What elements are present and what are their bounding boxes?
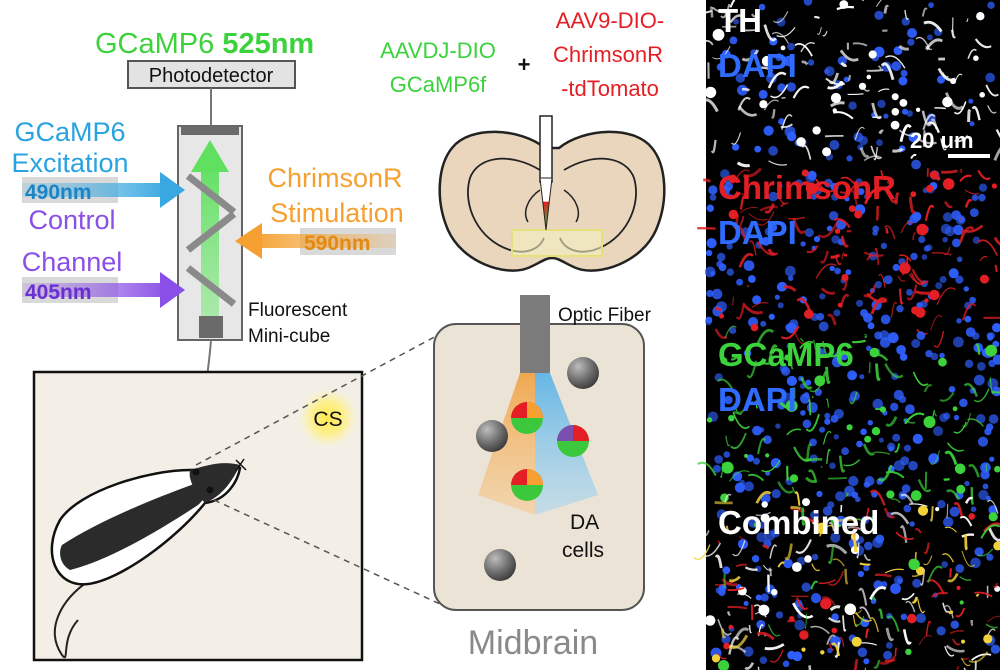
optic-fiber-label: Optic Fiber: [558, 305, 652, 326]
mouse-stripe: [60, 480, 208, 570]
stim-arrow-shaft: [258, 234, 396, 248]
behavior-arena: CS: [32, 333, 441, 662]
excitation-label-1: GCaMP6: [14, 117, 125, 147]
micrograph-th: [694, 0, 1000, 170]
control-arrow-shaft: [22, 283, 162, 297]
panel-th-label-2: DAPI: [718, 47, 797, 84]
micrograph-gcamp6: [697, 325, 1000, 505]
non-da-cell-2: [476, 420, 508, 452]
minicube-top-filter: [181, 126, 239, 135]
scale-bar: [948, 154, 990, 158]
mouse: [50, 458, 247, 659]
mouse-head: [189, 463, 240, 503]
da-cell-2: [557, 425, 589, 457]
stim-arrow-head: [235, 223, 262, 259]
micrograph-chrimsonr: [697, 167, 1000, 348]
minicube-label-1: Fluorescent: [248, 300, 348, 321]
emission-arrow-head: [191, 140, 229, 172]
mouse-tail: [53, 579, 91, 659]
stim-label-1: ChrimsonR: [267, 163, 402, 193]
photodetector-label: Photodetector: [149, 65, 274, 87]
mouse-eye-1: [192, 468, 200, 476]
minicube-label-2: Mini-cube: [248, 326, 330, 347]
injection-needle-barrel: [539, 115, 553, 183]
gcamp-emission-title: GCaMP6 525nm: [95, 28, 314, 60]
micrograph-combined: [693, 489, 1000, 670]
ventricle-contours: [524, 189, 580, 223]
panel-combined-label: Combined: [718, 504, 879, 541]
panel-gcamp6-label-1: GCaMP6: [718, 336, 854, 373]
cs-label: CS: [313, 408, 342, 431]
minicube-fiber-port: [199, 316, 223, 338]
zoom-line-top: [195, 333, 441, 466]
photometry-setup: GCaMP6 525nm Photodetector GCaMP6 Excita…: [11, 28, 404, 466]
virus1-label-2: GCaMP6f: [390, 72, 487, 97]
coronal-brain-section: [438, 115, 666, 272]
control-label-1: Control: [28, 205, 115, 235]
stim-wavelength: 590nm: [304, 232, 371, 255]
da-cell-3: [511, 469, 543, 501]
virus2-label-2: ChrimsonR: [553, 42, 663, 67]
panel-chrimsonr-label-1: ChrimsonR: [718, 169, 896, 206]
excitation-wavelength: 490nm: [25, 181, 92, 204]
control-arrow-head: [160, 272, 185, 308]
midbrain-zoom: Optic Fiber DA cells Midbrain: [433, 295, 652, 662]
brain-outline: [438, 130, 666, 272]
dichroic-mirror-3: [185, 265, 237, 307]
panel-chrimsonr-label-2: DAPI: [718, 214, 797, 251]
excitation-arrow-shaft: [22, 183, 162, 197]
panel-gcamp6-label-2: DAPI: [718, 381, 797, 418]
scale-bar-label: 20 um: [910, 128, 974, 153]
excitation-label-2: Excitation: [11, 148, 128, 178]
mouse-eye-2: [206, 486, 214, 494]
vta-region-box: [511, 229, 603, 257]
control-label-2: Channel: [22, 247, 123, 277]
excitation-arrow-head: [160, 172, 185, 208]
virus2-label-1: AAV9-DIO-: [556, 8, 664, 33]
non-da-cell-3: [484, 549, 516, 581]
non-da-cell-1: [567, 357, 599, 389]
da-cells-label-2: cells: [562, 539, 604, 562]
micrograph-column: TH DAPI 20 um ChrimsonR DAPI GCaMP6 DAPI…: [693, 0, 1000, 670]
virus1-label-1: AAVDJ-DIO: [380, 38, 496, 63]
optic-fiber: [520, 295, 550, 373]
stim-label-2: Stimulation: [270, 198, 404, 228]
da-cells-label-1: DA: [570, 511, 599, 534]
zoom-line-bottom: [213, 499, 441, 605]
control-wavelength: 405nm: [25, 281, 92, 304]
midbrain-label: Midbrain: [468, 624, 598, 662]
injection-needle-tip: [539, 177, 553, 231]
plus-sign: +: [518, 52, 531, 77]
dichroic-mirror-2: [185, 211, 237, 253]
dichroic-mirror-1: [185, 173, 237, 215]
mouse-whiskers: [235, 458, 247, 472]
viral-injection: AAVDJ-DIO GCaMP6f + AAV9-DIO- ChrimsonR …: [380, 8, 666, 272]
da-cell-1: [511, 402, 543, 434]
virus2-label-3: -tdTomato: [561, 76, 659, 101]
panel-th-label-1: TH: [718, 2, 762, 39]
